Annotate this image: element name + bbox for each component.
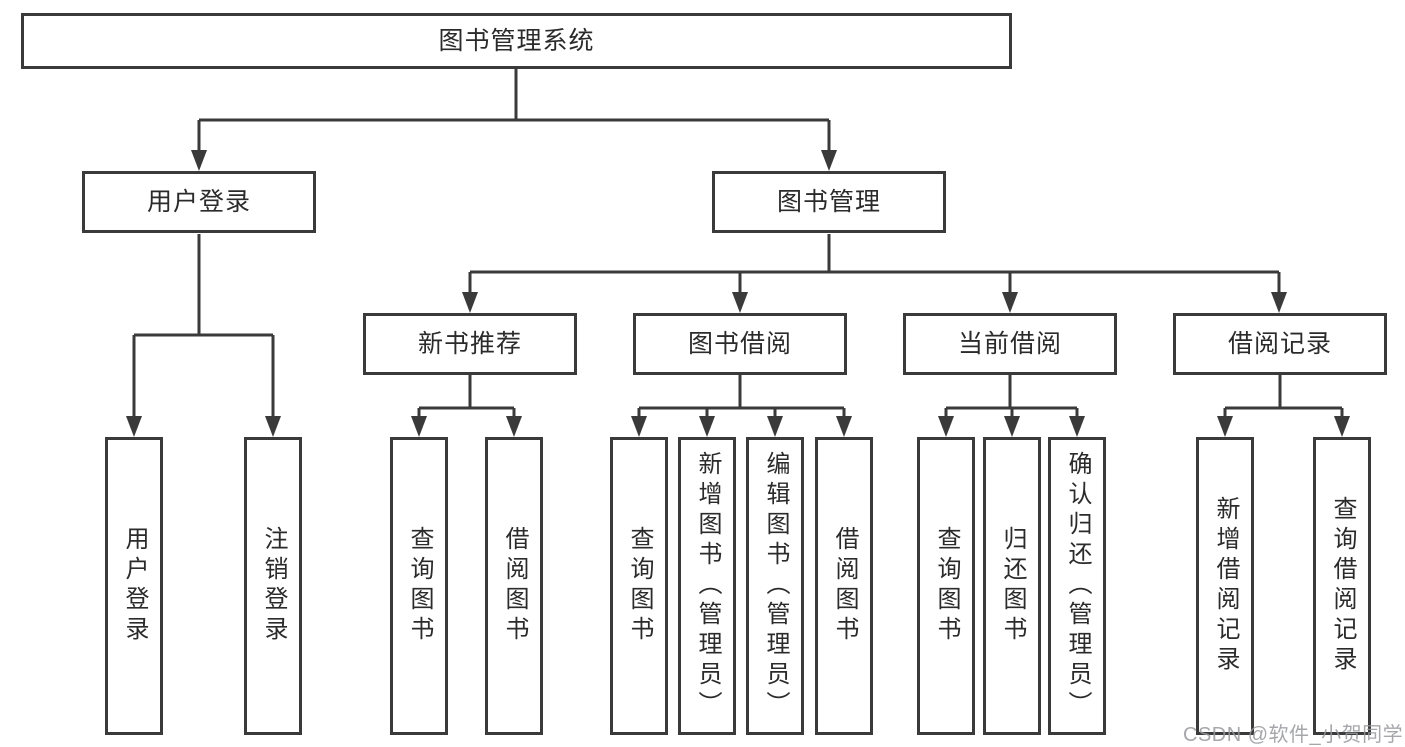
leaf-label: 查询借阅记录 (1329, 496, 1356, 676)
node-label: 图书管理系统 (438, 26, 595, 55)
leaf-label: 新增图书（管理员） (694, 451, 721, 721)
leaf-current-query-books: 查询图书 (917, 437, 975, 735)
csdn-watermark: CSDN @软件_小贺同学 (1183, 724, 1404, 746)
leaf-label: 用户登录 (121, 526, 148, 646)
leaf-label: 查询图书 (626, 526, 653, 646)
node-book-management: 图书管理 (712, 171, 946, 233)
leaf-current-return-books: 归还图书 (983, 437, 1041, 735)
leaf-borrow-borrow-books: 借阅图书 (815, 437, 873, 735)
leaf-label: 新增借阅记录 (1212, 496, 1239, 676)
leaf-current-confirm-return-admin: 确认归还（管理员） (1048, 437, 1106, 735)
node-label: 借阅记录 (1227, 329, 1332, 358)
node-borrow-records: 借阅记录 (1173, 313, 1387, 375)
leaf-logout: 注销登录 (244, 437, 302, 735)
leaf-recommend-query-books: 查询图书 (390, 437, 448, 735)
leaf-borrow-query-books: 查询图书 (610, 437, 668, 735)
leaf-recommend-borrow-books: 借阅图书 (485, 437, 543, 735)
leaf-borrow-add-books-admin: 新增图书（管理员） (678, 437, 736, 735)
node-label: 用户登录 (146, 187, 251, 216)
node-label: 图书借阅 (687, 329, 792, 358)
node-user-login: 用户登录 (82, 171, 316, 233)
leaf-label: 查询图书 (406, 526, 433, 646)
node-label: 当前借阅 (957, 329, 1062, 358)
leaf-label: 注销登录 (260, 526, 287, 646)
node-new-book-recommend: 新书推荐 (363, 313, 577, 375)
leaf-records-add-borrow-record: 新增借阅记录 (1196, 437, 1254, 735)
leaf-label: 确认归还（管理员） (1064, 451, 1091, 721)
node-library-management-system: 图书管理系统 (21, 13, 1012, 69)
leaf-label: 查询图书 (933, 526, 960, 646)
leaf-records-query-borrow-record: 查询借阅记录 (1313, 437, 1371, 735)
node-label: 图书管理 (776, 187, 881, 216)
leaf-label: 编辑图书（管理员） (762, 451, 789, 721)
leaf-label: 借阅图书 (831, 526, 858, 646)
node-book-borrow: 图书借阅 (633, 313, 847, 375)
leaf-label: 归还图书 (999, 526, 1026, 646)
leaf-label: 借阅图书 (501, 526, 528, 646)
leaf-borrow-edit-books-admin: 编辑图书（管理员） (746, 437, 804, 735)
node-current-borrow: 当前借阅 (903, 313, 1117, 375)
leaf-user-login: 用户登录 (105, 437, 163, 735)
node-label: 新书推荐 (417, 329, 522, 358)
